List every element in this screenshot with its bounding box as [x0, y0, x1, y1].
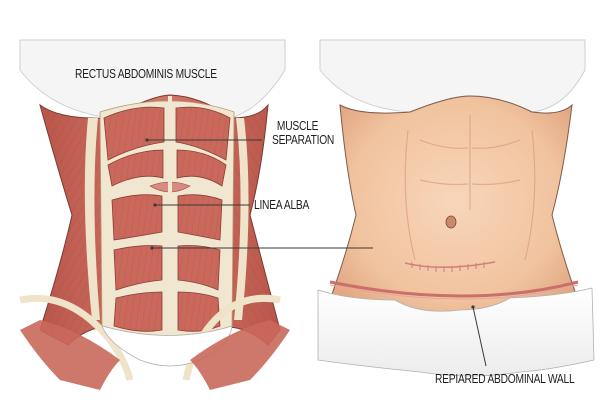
right-torso-skin	[317, 39, 595, 377]
label-repaired-abdominal-wall: REPIARED ABDOMINAL WALL	[435, 372, 575, 386]
label-muscle-separation-line1: MUSCLE	[276, 119, 319, 133]
leader-repaired	[472, 306, 487, 367]
label-rectus-abdominis: RECTUS ABDOMINIS MUSCLE	[75, 67, 217, 81]
navel	[445, 215, 457, 229]
label-muscle-separation: MUSCLE SEPARATION	[272, 119, 334, 147]
label-muscle-separation-line2: SEPARATION	[272, 133, 335, 147]
leader-lines	[147, 139, 487, 367]
label-linea-alba: LINEA ALBA	[254, 198, 310, 212]
left-torso-muscle	[19, 39, 290, 390]
